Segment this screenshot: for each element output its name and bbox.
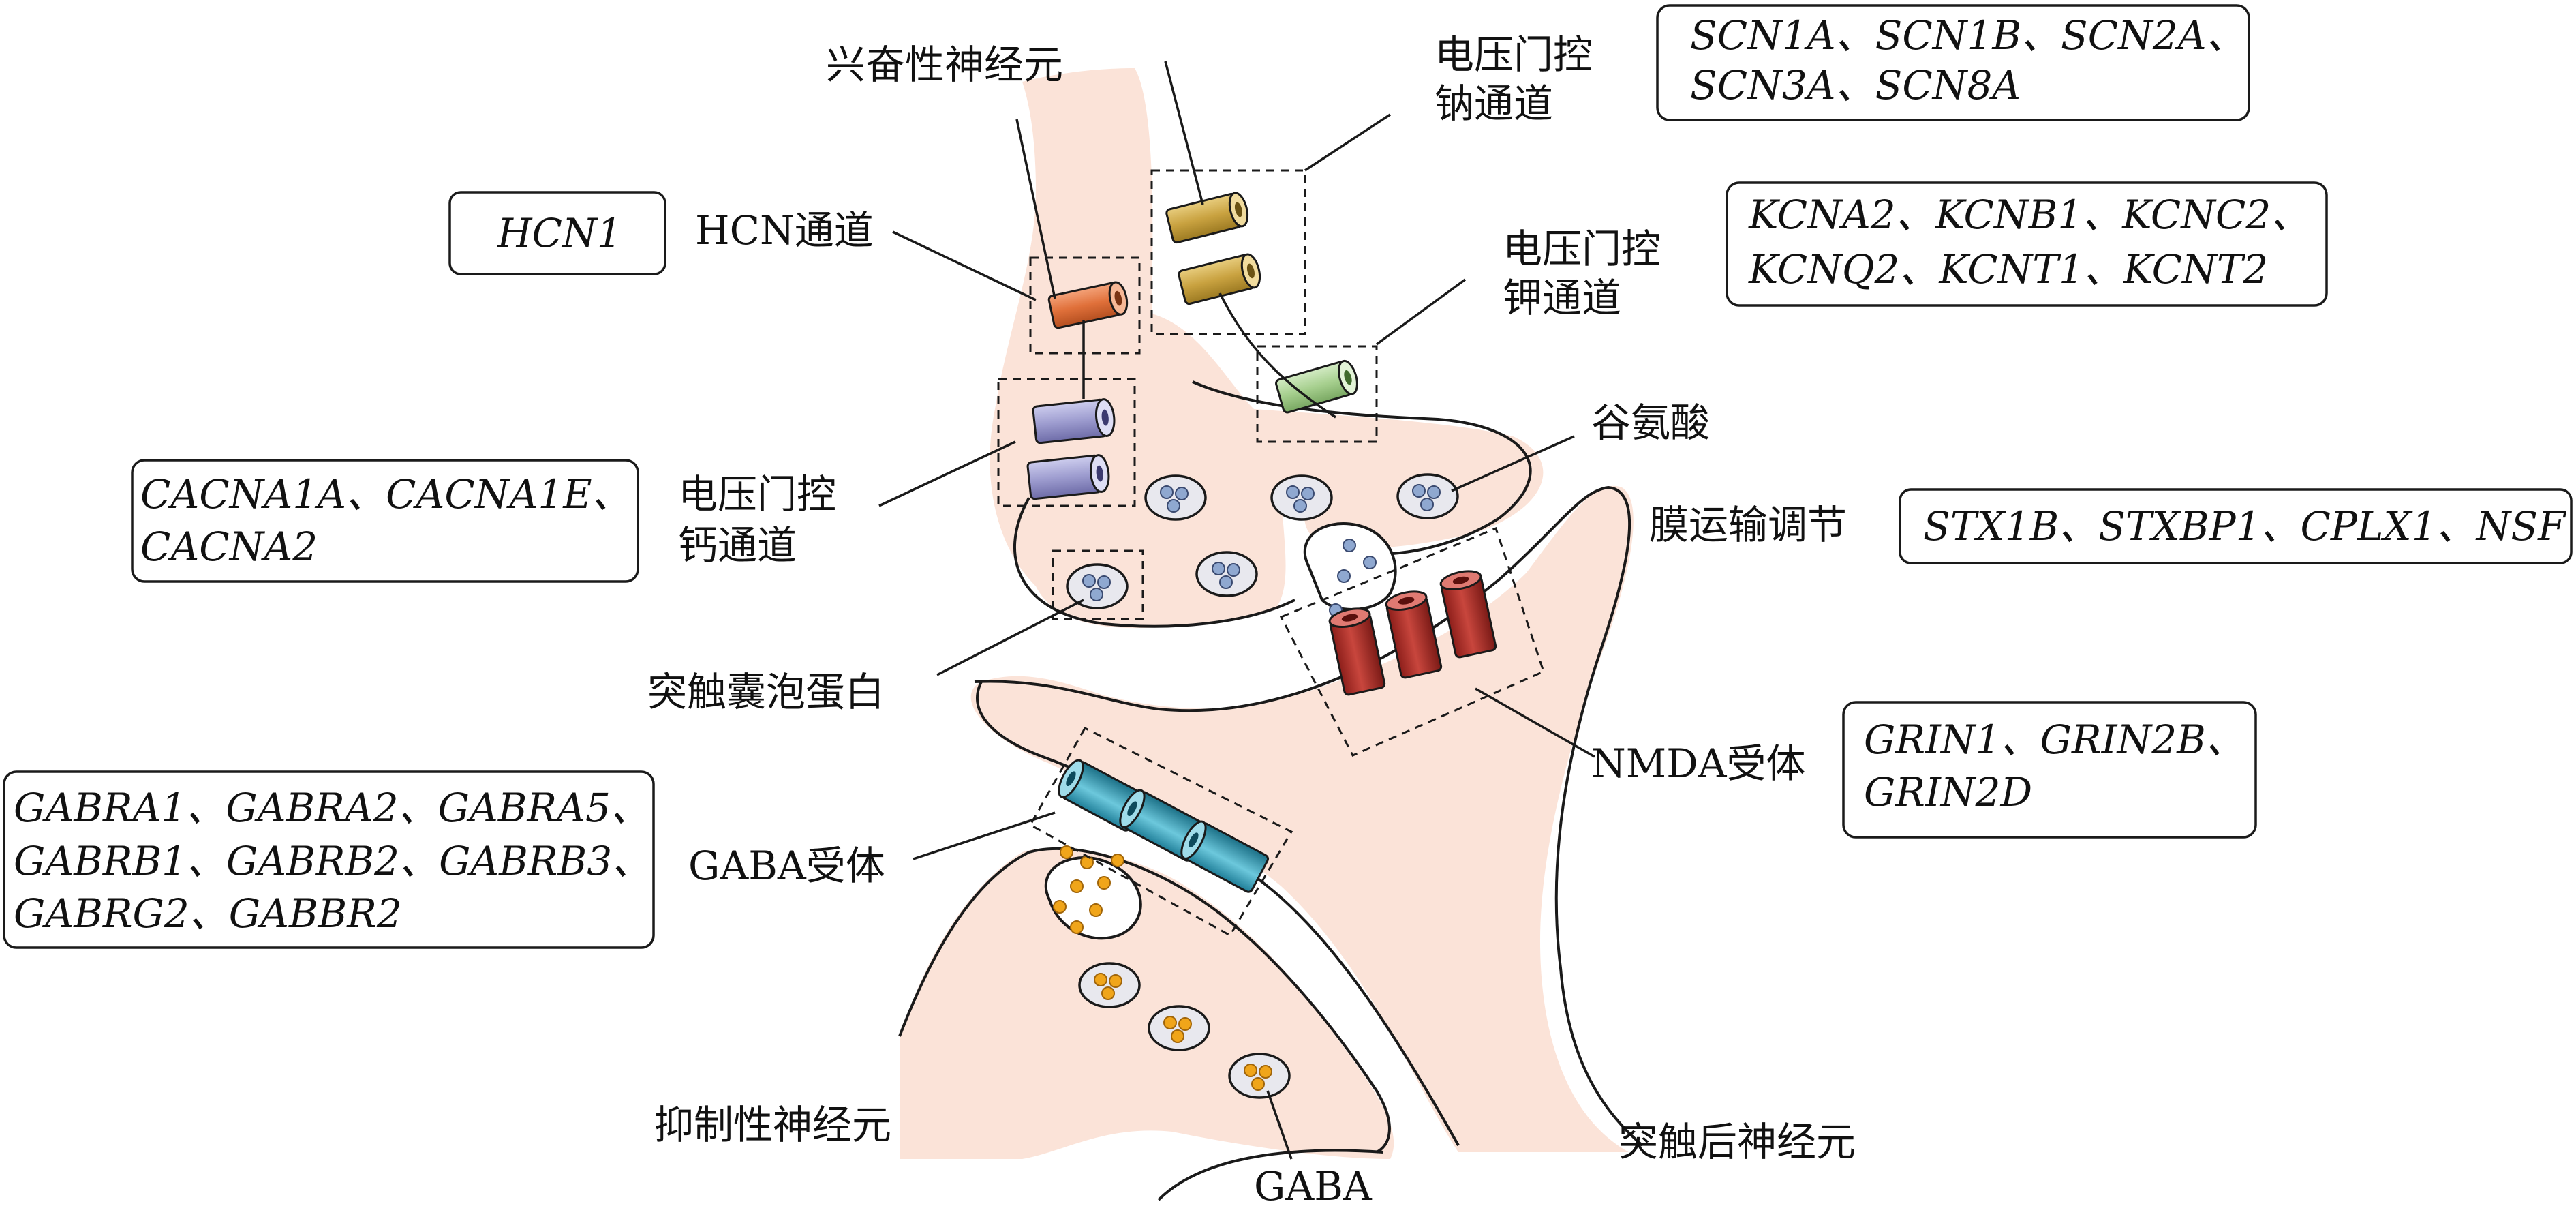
leader-nmda	[1475, 687, 1595, 758]
gaba-vesicles	[1078, 962, 1291, 1099]
leader-kv-box	[1375, 278, 1467, 346]
gene-cav-line2: CACNA2	[140, 524, 318, 570]
label-kv-channel-2: 钾通道	[1503, 275, 1621, 321]
label-glutamate: 谷氨酸	[1591, 400, 1710, 446]
vesicle	[1228, 1053, 1291, 1099]
leader-vesicle	[936, 599, 1084, 676]
kv-channel	[1275, 359, 1358, 414]
gaba-release-pocket	[1044, 856, 1142, 940]
vesicle	[1270, 474, 1333, 521]
vesicle	[1195, 551, 1258, 597]
glutamate-dots	[1082, 484, 1441, 617]
vesicle-highlight-box	[1052, 549, 1144, 620]
label-excitatory-neuron: 兴奋性神经元	[826, 42, 1063, 88]
nav-channel	[1178, 253, 1261, 305]
nmda-receptor	[1439, 570, 1497, 659]
nav-channel	[1165, 192, 1249, 244]
cav-channel	[1032, 398, 1116, 444]
gene-nav-line1: SCN1A、SCN1B、SCN2A、	[1690, 12, 2246, 59]
leader-excitatory	[1015, 119, 1056, 299]
gene-hcn-line1: HCN1	[497, 210, 622, 256]
label-gaba: GABA	[1254, 1163, 1373, 1203]
postsynaptic-neuron-outline-top	[974, 485, 1644, 1147]
gene-gaba-line3: GABRG2、GABBR2	[14, 890, 402, 937]
leader-nav-channel	[1164, 61, 1204, 205]
vesicle	[1066, 563, 1129, 609]
cav-highlight-box	[997, 378, 1136, 507]
label-nav-channel-2: 钠通道	[1435, 80, 1553, 127]
gene-box-kv	[1726, 181, 2328, 307]
label-membrane-transport: 膜运输调节	[1649, 502, 1847, 548]
gene-box-gaba	[3, 770, 655, 949]
label-postsynaptic-neuron: 突触后神经元	[1619, 1119, 1856, 1165]
leader-hcn	[892, 230, 1037, 301]
nmda-receptor	[1385, 590, 1443, 679]
gaba-dots	[1053, 845, 1272, 1091]
leader-cav	[878, 440, 1016, 507]
gene-box-hcn	[448, 191, 666, 275]
inhibitory-neuron-outline	[898, 847, 1391, 1154]
label-nmda-receptor: NMDA受体	[1591, 740, 1806, 787]
gene-nmda-line2: GRIN2D	[1864, 769, 2032, 815]
gaba-receptor	[1180, 820, 1270, 893]
label-cav-channel-1: 电压门控	[678, 471, 836, 517]
hcn-highlight-box	[1029, 256, 1141, 355]
gene-box-nav	[1656, 4, 2250, 121]
leader-nav-box	[1304, 113, 1391, 172]
gene-kv-line2: KCNQ2、KCNT1、KCNT2	[1748, 246, 2268, 292]
vesicle	[1396, 473, 1459, 519]
glutamate-vesicles	[1066, 473, 1459, 609]
gene-gaba-line1: GABRA1、GABRA2、GABRA5、	[14, 785, 650, 831]
label-cav-channel-2: 钙通道	[678, 522, 797, 569]
leader-glutamate	[1451, 435, 1575, 492]
label-kv-channel-1: 电压门控	[1503, 226, 1661, 272]
gene-kv-line1: KCNA2、KCNB1、KCNC2、	[1748, 192, 2310, 238]
gene-gaba-line2: GABRB1、GABRB2、GABRB3、	[14, 838, 651, 884]
leader-gaba	[1266, 1090, 1293, 1160]
vesicle	[1148, 1005, 1210, 1051]
glutamate-release-pocket	[1303, 522, 1397, 611]
gene-cav-line1: CACNA1A、CACNA1E、	[140, 471, 632, 517]
label-hcn-channel: HCN通道	[695, 207, 874, 254]
vesicle	[1144, 474, 1207, 521]
gene-membrane-line1: STX1B、STXBP1、CPLX1、NSF	[1923, 503, 2566, 549]
cav-channel	[1026, 454, 1110, 500]
gene-nmda-line1: GRIN1、GRIN2B、	[1864, 717, 2245, 763]
label-gaba-receptor: GABA受体	[688, 843, 885, 889]
gaba-highlight-box	[1028, 727, 1293, 937]
nmda-receptor	[1328, 607, 1386, 696]
gene-box-cav	[131, 459, 639, 583]
label-nav-channel-1: 电压门控	[1435, 31, 1593, 78]
leader-nav-kv-connector	[1218, 292, 1336, 419]
vesicle	[1078, 962, 1141, 1008]
gene-box-nmda	[1842, 701, 2257, 839]
inhibitory-neuron-outline-bottom	[1157, 1149, 1384, 1201]
nav-highlight-box	[1150, 169, 1306, 335]
label-inhibitory-neuron: 抑制性神经元	[654, 1102, 891, 1148]
label-synaptic-vesicle-protein: 突触囊泡蛋白	[647, 669, 885, 715]
hcn-channel	[1047, 281, 1129, 329]
gene-nav-line2: SCN3A、SCN8A	[1690, 62, 2021, 108]
leader-gaba-receptor	[913, 811, 1056, 860]
kv-highlight-box	[1256, 345, 1378, 443]
gene-box-membrane	[1899, 488, 2573, 564]
excitatory-neuron-outline-left	[1013, 497, 1295, 628]
